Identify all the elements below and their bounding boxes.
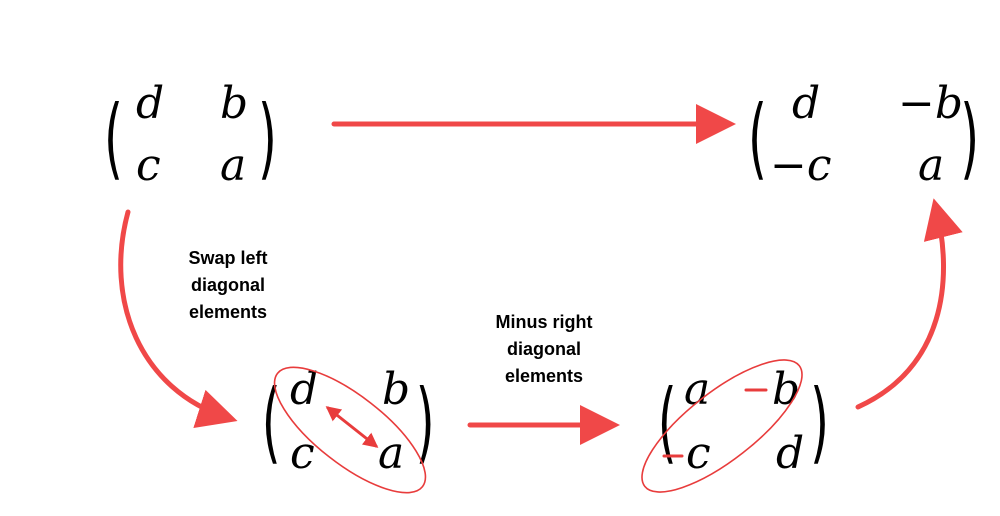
caption-line: Swap left [188, 248, 267, 268]
matrix-top-left: ( d b c a ) [104, 78, 277, 191]
caption-line: diagonal [507, 339, 581, 359]
matrix-entry: a [220, 140, 246, 191]
matrix-entry: d [290, 364, 318, 415]
swap-double-arrow [325, 406, 379, 448]
caption-line: Minus right [496, 312, 593, 332]
curved-arrow-down [118, 209, 238, 428]
right-paren: ) [258, 86, 277, 189]
right-paren: ) [810, 370, 829, 473]
caption-minus: Minus right diagonal elements [496, 312, 593, 386]
caption-line: elements [505, 366, 583, 386]
matrix-entry: −c [770, 140, 832, 191]
matrix-entry: a [684, 364, 710, 415]
matrix-top-right: ( d −b −c a ) [748, 78, 979, 191]
matrix-entry: b [772, 364, 800, 415]
matrix-entry: c [686, 428, 711, 479]
left-paren: ( [658, 370, 677, 473]
matrix-bottom-left: ( d b c a ) [262, 364, 435, 494]
right-diagonal-highlight [641, 359, 803, 493]
curved-arrow-up [855, 198, 963, 410]
matrix-entry: a [918, 140, 944, 191]
matrix-entry: d [792, 78, 820, 129]
matrix-entry: c [136, 140, 161, 191]
caption-line: elements [189, 302, 267, 322]
matrix-entry: c [290, 428, 315, 479]
matrix-entry: b [220, 78, 248, 129]
right-paren: ) [960, 86, 979, 189]
left-paren: ( [262, 370, 281, 473]
right-paren: ) [416, 370, 435, 473]
caption-line: diagonal [191, 275, 265, 295]
matrix-bottom-right: ( a b c d ) [641, 359, 829, 493]
matrix-entry: d [776, 428, 804, 479]
left-paren: ( [104, 86, 123, 189]
left-diagonal-highlight [273, 366, 427, 494]
matrix-entry: −b [898, 78, 963, 129]
left-paren: ( [748, 86, 767, 189]
matrix-entry: d [136, 78, 164, 129]
caption-swap: Swap left diagonal elements [188, 248, 267, 322]
matrix-entry: b [382, 364, 410, 415]
matrix-entry: a [378, 428, 404, 479]
